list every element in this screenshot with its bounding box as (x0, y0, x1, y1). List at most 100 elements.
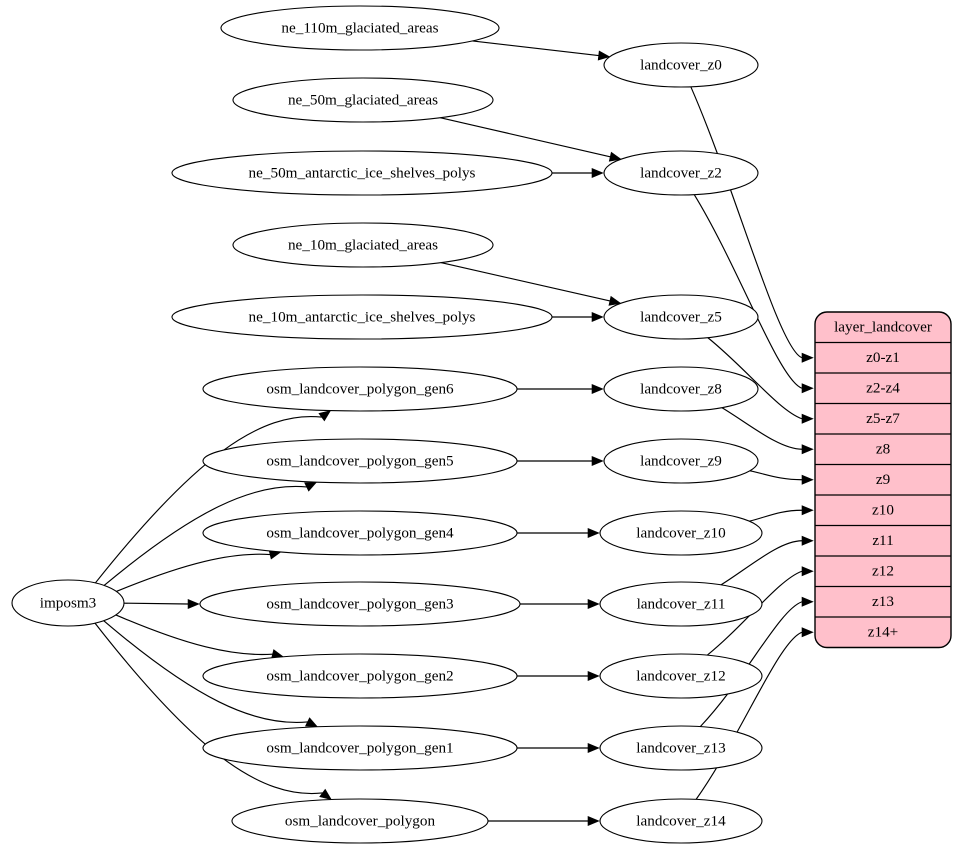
landcover-node-landcover_z14[interactable]: landcover_z14 (599, 798, 763, 844)
node-ellipse-shape (599, 581, 763, 627)
natural-earth-node-ne_50m_antarctic_ice_shelves_polys[interactable]: ne_50m_antarctic_ice_shelves_polys (171, 150, 553, 196)
edge-ne_50m_antarctic_ice_shelves_polys-to-landcover_z2-arrowhead (591, 167, 604, 179)
record-row-z14+[interactable] (815, 617, 951, 648)
edge-landcover_z8-to-layer_landcover-z8-arrowhead (801, 444, 814, 455)
edge-landcover_z13-to-layer_landcover-z13 (699, 601, 803, 728)
record-row-z5-z7[interactable] (815, 404, 951, 435)
landcover-node-landcover_z8[interactable]: landcover_z8 (603, 366, 759, 412)
record-row-z0-z1[interactable] (815, 343, 951, 374)
record-row-z10[interactable] (815, 495, 951, 526)
edge-landcover_z11-to-layer_landcover-z11 (720, 540, 803, 586)
natural-earth-node-ne_10m_antarctic_ice_shelves_polys[interactable]: ne_10m_antarctic_ice_shelves_polys (171, 294, 553, 340)
edge-landcover_z13-to-layer_landcover-z13-arrowhead (801, 596, 814, 607)
node-ellipse-shape (603, 366, 759, 412)
natural-earth-node-ne_110m_glaciated_areas[interactable]: ne_110m_glaciated_areas (220, 5, 500, 51)
node-ellipse-shape (232, 222, 494, 268)
osm-node-osm_landcover_polygon_gen3[interactable]: osm_landcover_polygon_gen3 (199, 581, 521, 627)
edge-imposm3-to-osm_landcover_polygon_gen4 (116, 553, 271, 592)
edge-landcover_z14-to-layer_landcover-z14- (695, 631, 803, 800)
osm-node-osm_landcover_polygon_gen4[interactable]: osm_landcover_polygon_gen4 (202, 510, 518, 556)
node-ellipse-shape (171, 294, 553, 340)
edge-osm_landcover_polygon_gen5-to-landcover_z9-arrowhead (591, 455, 604, 467)
record-row-z9[interactable] (815, 465, 951, 496)
landcover-node-landcover_z2[interactable]: landcover_z2 (603, 150, 759, 196)
edge-landcover_z14-to-layer_landcover-z14--arrowhead (801, 627, 814, 638)
edge-landcover_z9-to-layer_landcover-z9 (749, 470, 803, 481)
edge-imposm3-to-osm_landcover_polygon_gen3 (123, 602, 189, 605)
edge-osm_landcover_polygon_gen2-to-landcover_z12-arrowhead (587, 670, 600, 682)
edge-ne_110m_glaciated_areas-to-landcover_z0 (472, 40, 599, 57)
node-ellipse-shape (199, 581, 521, 627)
edge-ne_10m_antarctic_ice_shelves_polys-to-landcover_z5-arrowhead (591, 311, 604, 323)
node-ellipse-shape (232, 77, 494, 123)
edge-landcover_z0-to-layer_landcover-z0-z1 (690, 86, 803, 359)
landcover-node-landcover_z0[interactable]: landcover_z0 (603, 42, 759, 88)
edge-landcover_z5-to-layer_landcover-z5-z7-arrowhead (801, 413, 814, 424)
edge-ne_110m_glaciated_areas-to-landcover_z0-arrowhead (597, 50, 611, 61)
node-ellipse-shape (202, 366, 518, 412)
node-ellipse-shape (599, 798, 763, 844)
record-node-layer: layer_landcoverz0-z1z2-z4z5-z7z8z9z10z11… (814, 311, 952, 649)
edge-landcover_z11-to-layer_landcover-z11-arrowhead (801, 535, 814, 546)
edge-osm_landcover_polygon_gen4-to-landcover_z10-arrowhead (587, 527, 600, 539)
osm-node-osm_landcover_polygon_gen1[interactable]: osm_landcover_polygon_gen1 (202, 725, 518, 771)
record-row-z8[interactable] (815, 434, 951, 465)
edge-ne_50m_glaciated_areas-to-landcover_z2-arrowhead (608, 151, 622, 162)
source-node-imposm3[interactable]: imposm3 (11, 579, 125, 627)
node-ellipse-shape (603, 42, 759, 88)
record-row-z11[interactable] (815, 526, 951, 557)
edge-imposm3-to-osm_landcover_polygon_gen1 (103, 620, 308, 724)
edge-imposm3-to-osm_landcover_polygon-arrowhead (319, 788, 332, 801)
edge-ne_10m_glaciated_areas-to-landcover_z5 (440, 262, 611, 302)
record-row-z12[interactable] (815, 556, 951, 587)
edge-landcover_z8-to-layer_landcover-z8 (721, 407, 803, 450)
natural-earth-node-ne_10m_glaciated_areas[interactable]: ne_10m_glaciated_areas (232, 222, 494, 268)
edge-imposm3-to-osm_landcover_polygon_gen3-arrowhead (187, 598, 200, 610)
nodes-layer: imposm3 ne_110m_glaciated_areas ne_50m_gla… (11, 5, 763, 844)
record-node-layer-landcover[interactable]: layer_landcoverz0-z1z2-z4z5-z7z8z9z10z11… (814, 311, 952, 649)
edge-imposm3-to-osm_landcover_polygon_gen1-arrowhead (304, 717, 319, 728)
landcover-node-landcover_z9[interactable]: landcover_z9 (603, 438, 759, 484)
edge-osm_landcover_polygon_gen3-to-landcover_z11-arrowhead (587, 598, 600, 610)
edge-ne_50m_glaciated_areas-to-landcover_z2 (440, 117, 611, 158)
edge-imposm3-to-osm_landcover_polygon_gen6-arrowhead (318, 410, 332, 422)
edge-landcover_z9-to-layer_landcover-z9-arrowhead (801, 474, 814, 485)
record-row-z13[interactable] (815, 587, 951, 618)
osm-node-osm_landcover_polygon_gen2[interactable]: osm_landcover_polygon_gen2 (202, 653, 518, 699)
node-ellipse-shape (171, 150, 553, 196)
landcover-node-landcover_z12[interactable]: landcover_z12 (599, 653, 763, 699)
edge-osm_landcover_polygon-to-landcover_z14-arrowhead (587, 815, 600, 827)
landcover-node-landcover_z5[interactable]: landcover_z5 (603, 294, 759, 340)
osm-node-osm_landcover_polygon_gen5[interactable]: osm_landcover_polygon_gen5 (202, 438, 518, 484)
node-ellipse-shape (202, 653, 518, 699)
natural-earth-node-ne_50m_glaciated_areas[interactable]: ne_50m_glaciated_areas (232, 77, 494, 123)
edge-landcover_z10-to-layer_landcover-z10 (749, 509, 803, 522)
node-ellipse-shape (220, 5, 500, 51)
osm-node-osm_landcover_polygon_gen6[interactable]: osm_landcover_polygon_gen6 (202, 366, 518, 412)
node-ellipse-shape (202, 725, 518, 771)
edge-ne_10m_glaciated_areas-to-landcover_z5-arrowhead (608, 295, 622, 306)
osm-node-osm_landcover_polygon[interactable]: osm_landcover_polygon (231, 798, 489, 844)
node-ellipse-shape (599, 653, 763, 699)
record-row-z2-z4[interactable] (815, 373, 951, 404)
node-ellipse-shape (231, 798, 489, 844)
landcover-node-landcover_z11[interactable]: landcover_z11 (599, 581, 763, 627)
edge-imposm3-to-osm_landcover_polygon_gen2 (115, 614, 273, 656)
landcover-node-landcover_z13[interactable]: landcover_z13 (599, 725, 763, 771)
edges-layer (94, 40, 814, 827)
landcover-node-landcover_z10[interactable]: landcover_z10 (599, 510, 763, 556)
edge-landcover_z2-to-layer_landcover-z2-z4-arrowhead (801, 383, 814, 394)
node-ellipse-shape (603, 438, 759, 484)
node-ellipse-shape (11, 579, 125, 627)
node-ellipse-shape (202, 438, 518, 484)
edge-landcover_z0-to-layer_landcover-z0-z1-arrowhead (801, 352, 814, 363)
record-body (814, 311, 952, 649)
edge-landcover_z12-to-layer_landcover-z12-arrowhead (801, 566, 814, 577)
edge-imposm3-to-osm_landcover_polygon_gen5 (103, 485, 307, 586)
edge-imposm3-to-osm_landcover_polygon_gen5-arrowhead (304, 481, 318, 492)
edge-osm_landcover_polygon_gen6-to-landcover_z8-arrowhead (591, 383, 604, 395)
edge-landcover_z10-to-layer_landcover-z10-arrowhead (801, 505, 814, 516)
edge-landcover_z5-to-layer_landcover-z5-z7 (707, 337, 803, 420)
